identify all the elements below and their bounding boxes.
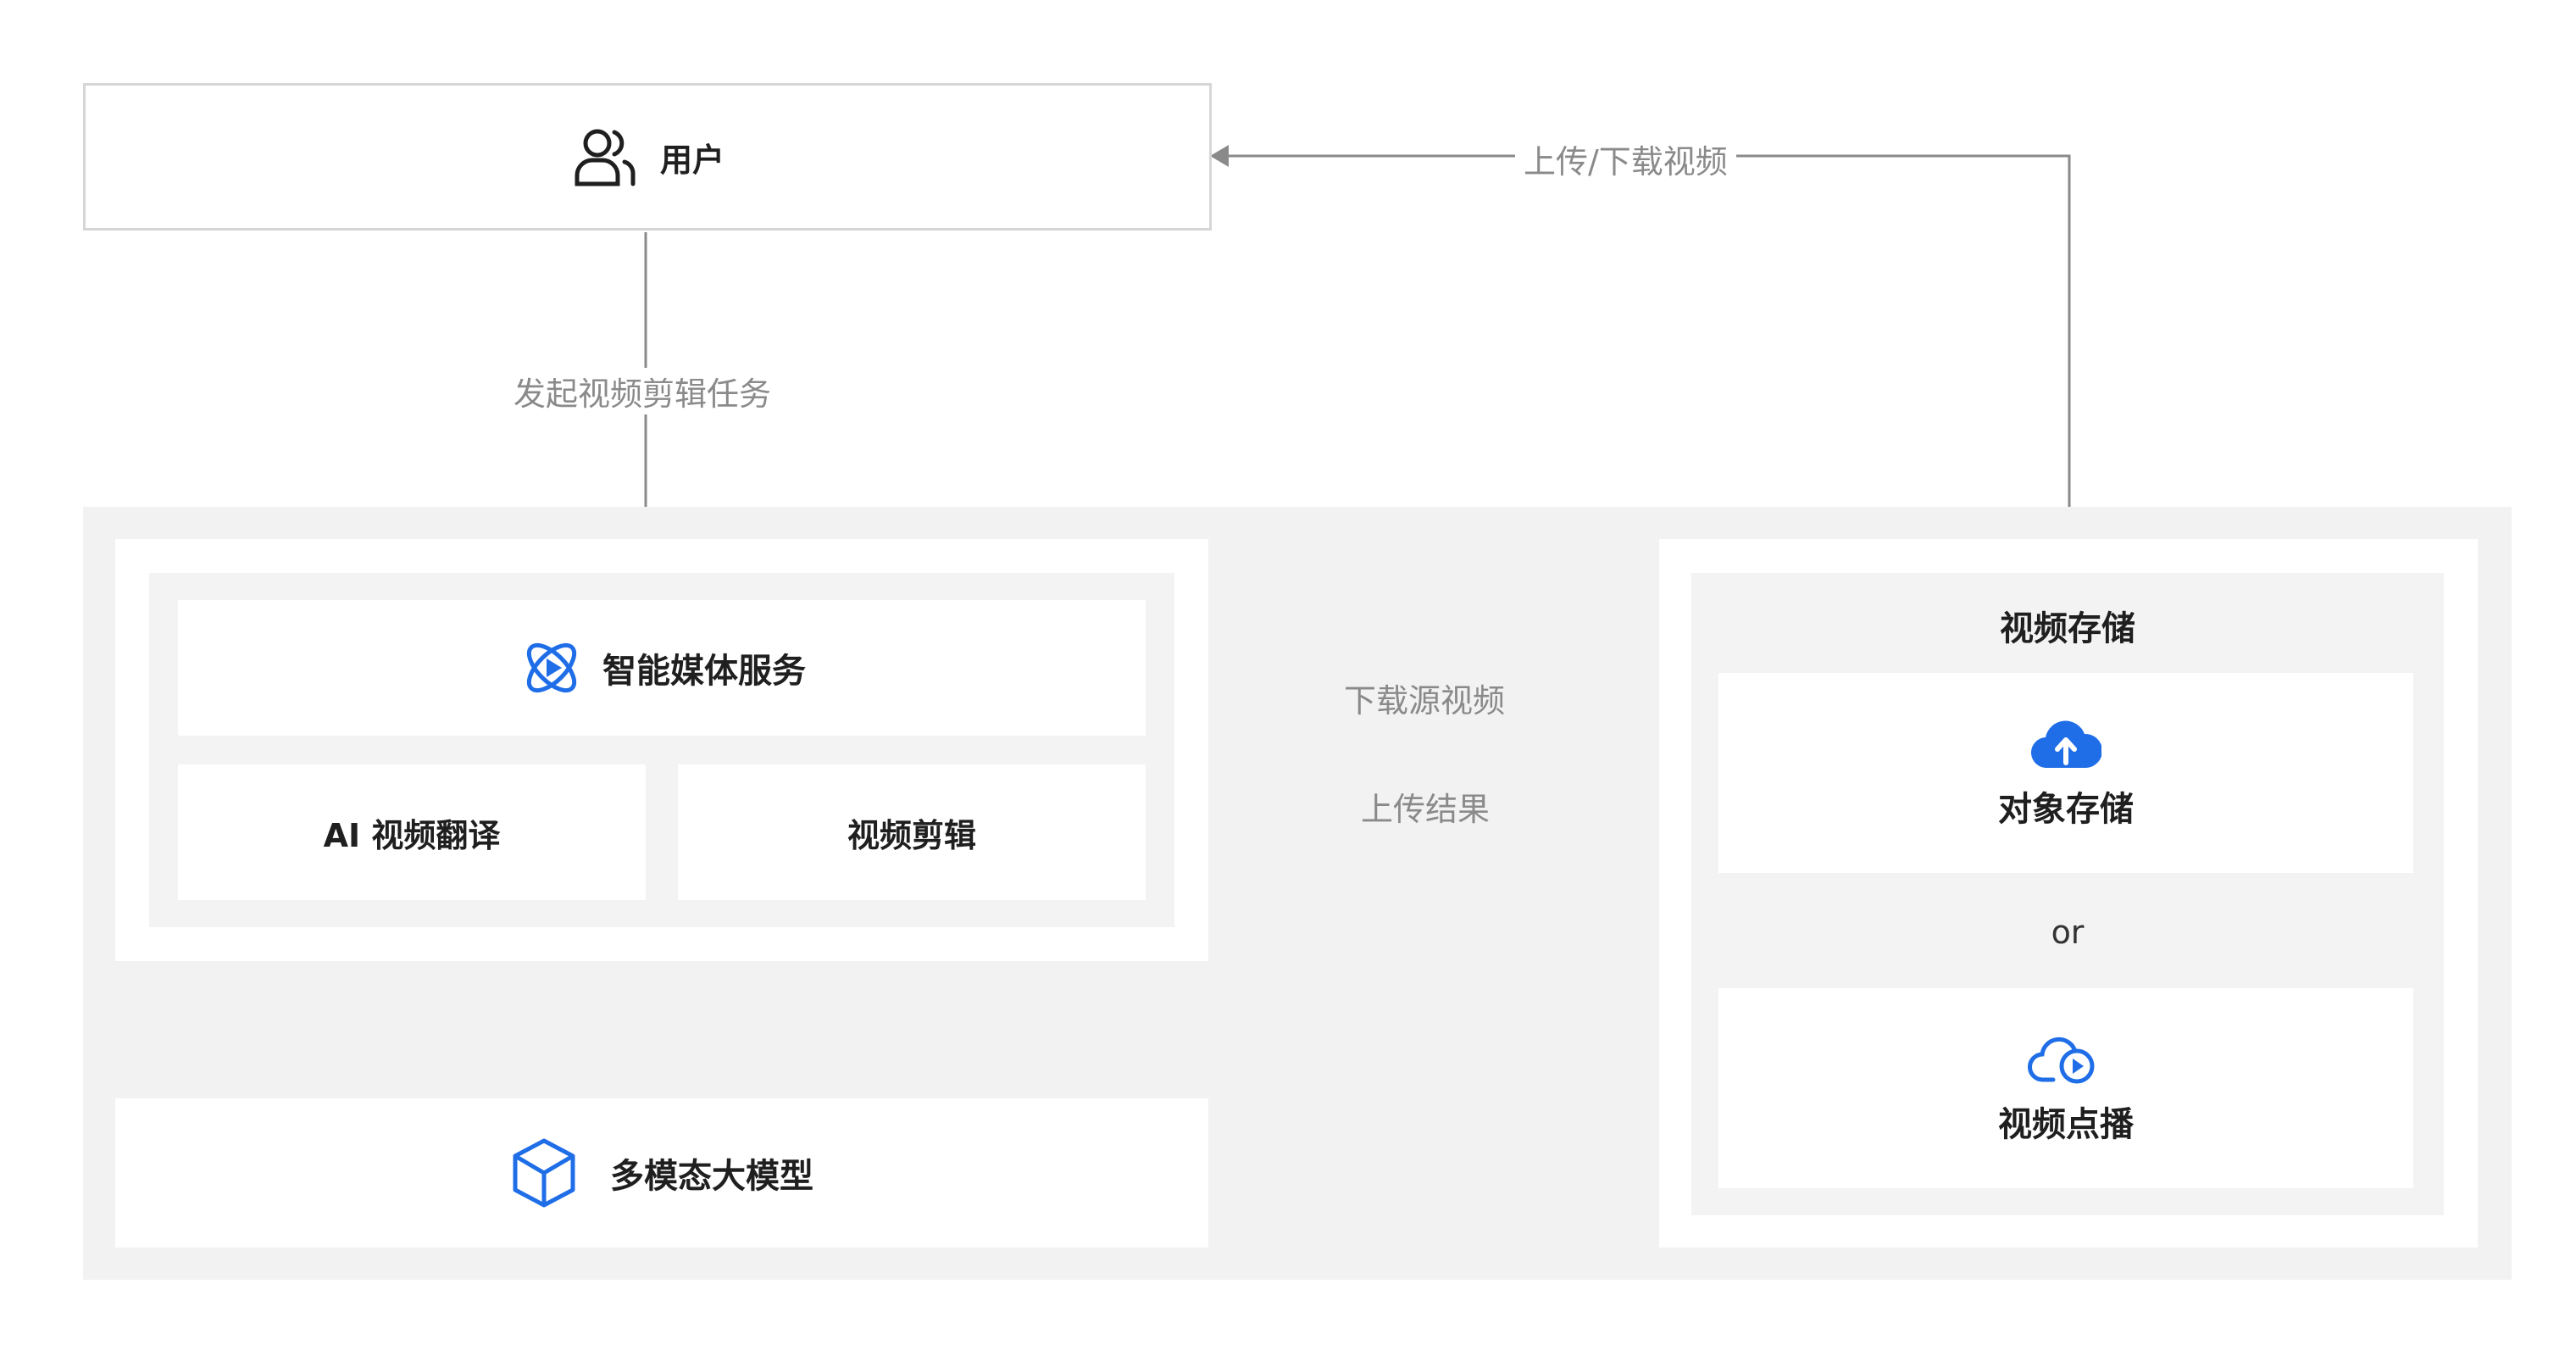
edge-label-upload-result: 上传结果 <box>1352 783 1499 830</box>
or-separator: or <box>2051 914 2085 951</box>
media-service-title: 智能媒体服务 <box>602 652 806 691</box>
object-storage-card: 对象存储 <box>1718 673 2413 873</box>
edge-user-storage <box>1219 153 2073 569</box>
user-label: 用户 <box>659 141 724 179</box>
video-storage-title: 视频存储 <box>2000 609 2135 648</box>
arrowhead-user <box>1210 145 1229 167</box>
edge-label-download-source: 下载源视频 <box>1335 675 1514 721</box>
cloud-upload-icon <box>2030 720 2101 769</box>
edge-label-start-task: 发起视频剪辑任务 <box>505 368 780 414</box>
object-storage-label: 对象存储 <box>1998 790 2134 829</box>
media-service-icon <box>526 642 577 693</box>
model-label: 多模态大模型 <box>610 1157 813 1196</box>
module-ai-translate: AI 视频翻译 <box>178 764 646 900</box>
user-node: 用户 <box>83 83 1212 231</box>
vod-label: 视频点播 <box>1998 1105 2134 1144</box>
users-icon <box>575 129 636 186</box>
model-node: 多模态大模型 <box>115 1098 1208 1248</box>
cloud-play-icon <box>2028 1036 2095 1084</box>
edge-label-upload-download: 上传/下载视频 <box>1515 136 1736 182</box>
media-service-header: 智能媒体服务 <box>178 600 1146 736</box>
module-video-edit: 视频剪辑 <box>678 764 1146 900</box>
cube-icon <box>513 1138 575 1208</box>
vod-card: 视频点播 <box>1718 988 2413 1188</box>
